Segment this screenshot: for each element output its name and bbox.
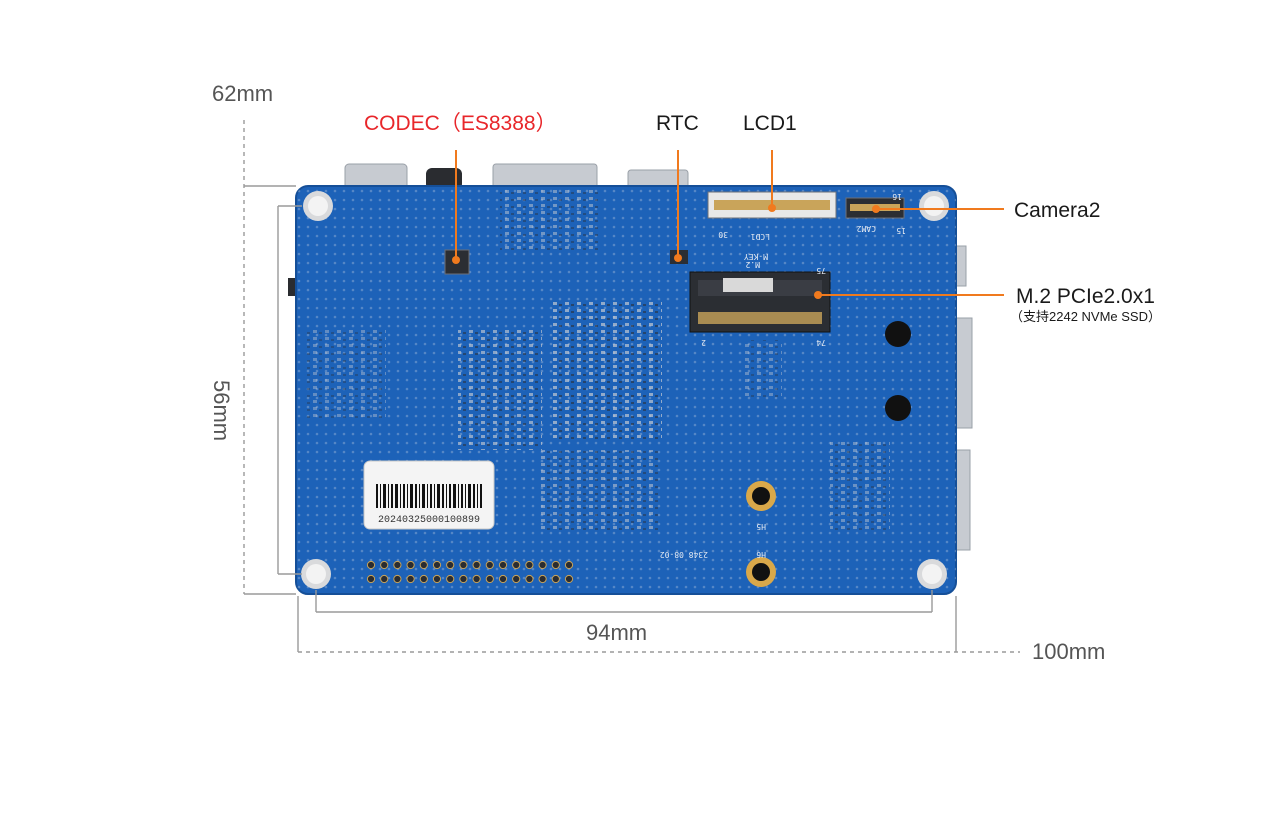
gpio-pad: [419, 574, 428, 584]
gpio-pad: [393, 574, 402, 584]
mounting-holes: [301, 191, 949, 589]
gpio-pad: [472, 560, 481, 570]
gpio-pad: [525, 560, 534, 570]
dim-height-holes: 56mm: [209, 380, 234, 442]
m2-label: M.2 PCIe2.0x1: [1016, 285, 1155, 308]
gpio-pad: [406, 574, 415, 584]
gpio-pad: [512, 560, 521, 570]
codec-label: CODEC（ES8388）: [364, 112, 557, 135]
gpio-pad: [459, 574, 468, 584]
dim-width-holes: 94mm: [586, 620, 648, 645]
gpio-pad: [538, 574, 547, 584]
gpio-pad: [525, 574, 534, 584]
barcode-sticker: [363, 460, 495, 530]
gpio-pad: [538, 560, 547, 570]
gpio-pad: [512, 574, 521, 584]
callout-dots: [452, 204, 880, 299]
gpio-pad: [446, 560, 455, 570]
gpio-pad: [498, 574, 508, 584]
gpio-pad: [564, 560, 574, 570]
silk-74: 74: [816, 338, 826, 347]
silk-h6: H6: [756, 550, 766, 559]
silk-75: 75: [816, 266, 826, 275]
gpio-pad: [459, 560, 468, 570]
gpio-pad: [380, 560, 389, 570]
camera-label: Camera2: [1014, 199, 1101, 222]
barcode-number: 20240325000100899: [378, 515, 480, 526]
gpio-pad: [551, 560, 560, 570]
dimension-lines: [243, 120, 1020, 653]
gpio-pad: [393, 560, 402, 570]
barcode-bars: [376, 484, 482, 508]
gpio-pad: [564, 574, 574, 584]
silk-30: 30: [718, 230, 728, 239]
gpio-pad: [419, 560, 428, 570]
rtc-label: RTC: [656, 112, 699, 135]
gpio-pad: [406, 560, 415, 570]
m2-note: （支持2242 NVMe SSD）: [1010, 309, 1161, 324]
gpio-pad: [432, 560, 442, 570]
dim-height-total: 62mm: [212, 81, 274, 106]
silk-m2: M.2: [745, 260, 760, 269]
gpio-pad: [446, 574, 455, 584]
gpio-pad: [380, 574, 389, 584]
gpio-pad: [551, 574, 560, 584]
gpio-pad: [366, 574, 376, 584]
gpio-header: [366, 560, 574, 584]
gpio-pad: [485, 574, 494, 584]
lcd-label: LCD1: [743, 112, 797, 135]
silk-15: 15: [896, 226, 906, 235]
silk-2: 2: [701, 338, 706, 347]
silk-lcd: LCD1: [751, 232, 770, 241]
silk-16: 16: [892, 192, 902, 201]
gpio-pad: [498, 560, 508, 570]
gpio-pad: [432, 574, 442, 584]
silk-cam: CAM2: [857, 224, 876, 233]
gpio-pad: [366, 560, 376, 570]
silk-version: 2348 08-02: [660, 550, 708, 559]
dim-width-total: 100mm: [1032, 639, 1106, 664]
gpio-pad: [485, 560, 494, 570]
silk-h5: H5: [756, 522, 766, 531]
gpio-pad: [472, 574, 481, 584]
silk-m2-key: M-KEY: [744, 252, 768, 261]
callout-lines: [455, 150, 1004, 296]
